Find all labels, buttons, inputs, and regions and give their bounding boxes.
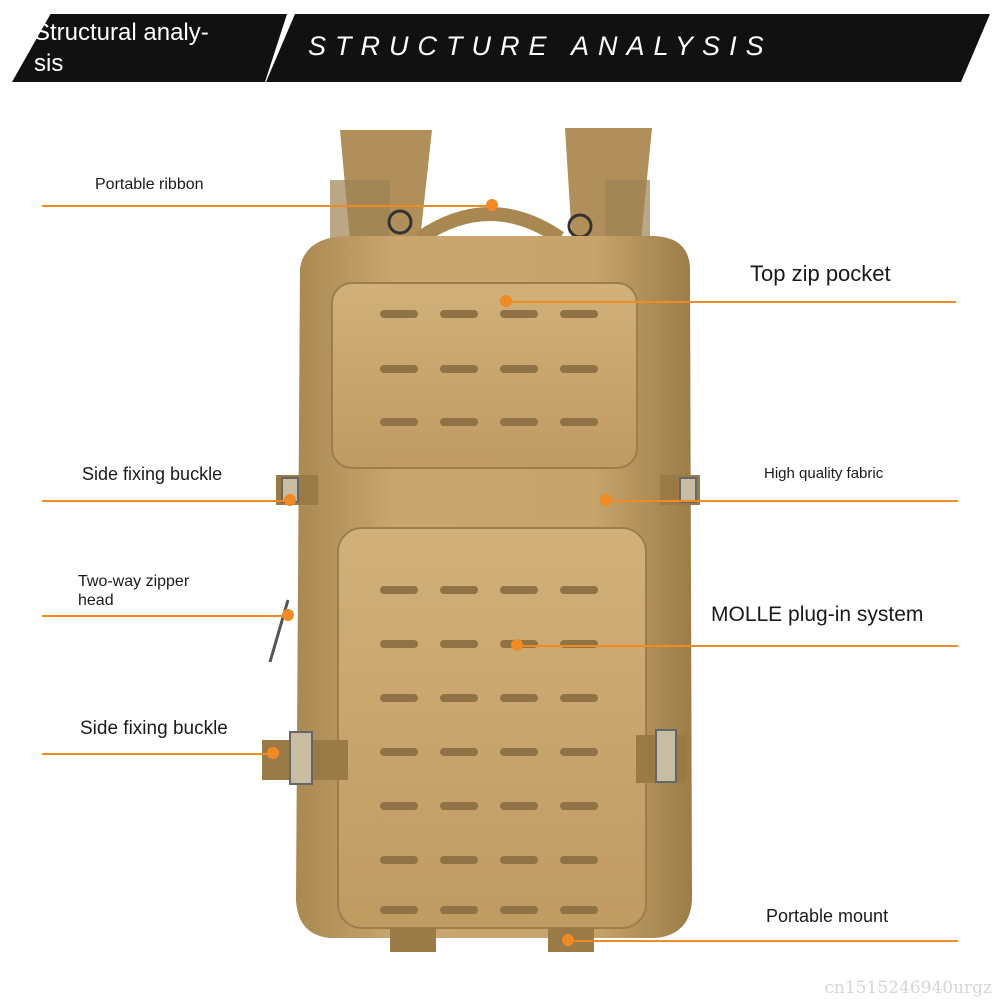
front-pocket <box>337 527 647 929</box>
marker-two-way-zipper <box>282 609 294 621</box>
leader-top-zip-pocket <box>506 301 956 303</box>
marker-high-quality-fabric <box>600 494 612 506</box>
banner-right-title: STRUCTURE ANALYSIS <box>308 31 773 61</box>
label-side-buckle-lower: Side fixing buckle <box>80 718 228 739</box>
label-portable-ribbon: Portable ribbon <box>95 176 204 193</box>
label-portable-mount: Portable mount <box>766 906 889 926</box>
label-molle-system: MOLLE plug-in system <box>711 603 924 626</box>
marker-side-buckle-lower <box>267 747 279 759</box>
leader-two-way-zipper <box>42 615 288 617</box>
watermark-text: cn1515246940urgz <box>824 978 992 998</box>
marker-portable-ribbon <box>486 199 498 211</box>
leader-portable-ribbon <box>42 205 492 207</box>
marker-side-buckle-upper <box>284 494 296 506</box>
leader-portable-mount <box>568 940 958 942</box>
label-side-buckle-upper: Side fixing buckle <box>82 464 223 484</box>
marker-portable-mount <box>562 934 574 946</box>
banner-left <box>12 14 287 82</box>
leader-molle-system <box>517 645 958 647</box>
marker-top-zip-pocket <box>500 295 512 307</box>
leader-side-buckle-upper <box>42 500 290 502</box>
label-high-quality-fabric: High quality fabric <box>764 465 884 482</box>
label-two-way-zipper: Two-way zipper head <box>78 573 190 609</box>
marker-molle-system <box>511 639 523 651</box>
label-top-zip-pocket: Top zip pocket <box>750 261 891 286</box>
banner-right <box>266 14 990 82</box>
carry-handle <box>416 207 564 244</box>
banner-left-title: Structural analy- sis <box>34 19 209 77</box>
leader-high-quality-fabric <box>606 500 958 502</box>
leader-side-buckle-lower <box>42 753 275 755</box>
